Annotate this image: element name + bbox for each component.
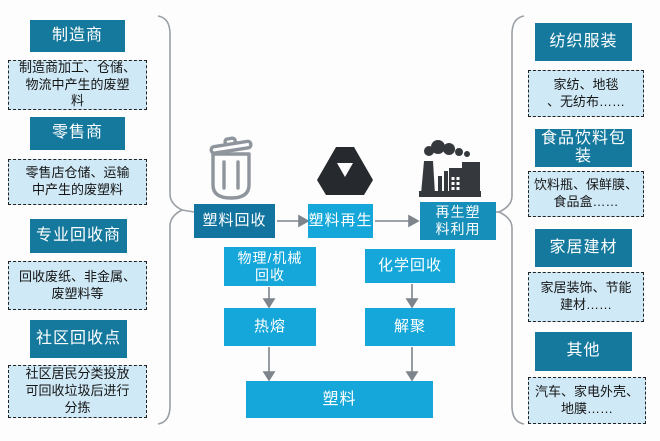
drive-icon xyxy=(317,147,373,195)
source-header-professional-recycler: 专业回收商 xyxy=(30,219,127,253)
source-header-manufacturer: 制造商 xyxy=(30,20,125,52)
right-brace xyxy=(497,15,525,425)
use-desc-food-beverage-packaging: 饮料瓶、保鲜膜、 食品盒…… xyxy=(528,171,644,217)
source-desc-manufacturer: 制造商加工、仓储、 物流中产生的废塑 料 xyxy=(8,60,147,110)
source-header-community-point: 社区回收点 xyxy=(30,320,127,358)
use-header-textile-apparel: 纺织服装 xyxy=(535,23,632,61)
factory-icon xyxy=(419,140,481,197)
output-plastic: 塑料 xyxy=(246,381,433,418)
use-header-food-beverage-packaging: 食品饮料包 装 xyxy=(535,129,632,167)
trash-icon xyxy=(209,136,253,200)
stage-plastic-regeneration: 塑料再生 xyxy=(308,204,373,238)
use-header-home-building-materials: 家居建材 xyxy=(535,229,632,267)
step-hot-melt: 热熔 xyxy=(224,308,316,346)
stage-plastic-collection: 塑料回收 xyxy=(194,204,275,238)
use-desc-home-building-materials: 家居装饰、节能 建材…… xyxy=(528,272,644,322)
use-header-other: 其他 xyxy=(535,332,632,371)
source-header-retailer: 零售商 xyxy=(30,117,125,150)
method-chemical-recycling: 化学回收 xyxy=(365,249,455,283)
source-desc-community-point: 社区居民分类投放 可回收垃圾后进行 分拣 xyxy=(8,365,147,418)
use-desc-textile-apparel: 家纺、地毯 、无纺布…… xyxy=(528,70,644,117)
source-desc-professional-recycler: 回收废纸、非金属、 废塑料等 xyxy=(8,261,147,310)
stage-recycled-plastic-utilization: 再生塑 料利用 xyxy=(420,202,496,240)
step-depolymerization: 解聚 xyxy=(365,308,455,346)
left-brace xyxy=(157,15,184,425)
use-desc-other: 汽车、家电外壳、 地膜…… xyxy=(528,377,646,424)
source-desc-retailer: 零售店仓储、运输 中产生的废塑料 xyxy=(8,159,147,205)
left-brace-connector xyxy=(181,209,195,213)
method-physical-mechanical-recycling: 物理/机械 回收 xyxy=(224,247,316,286)
